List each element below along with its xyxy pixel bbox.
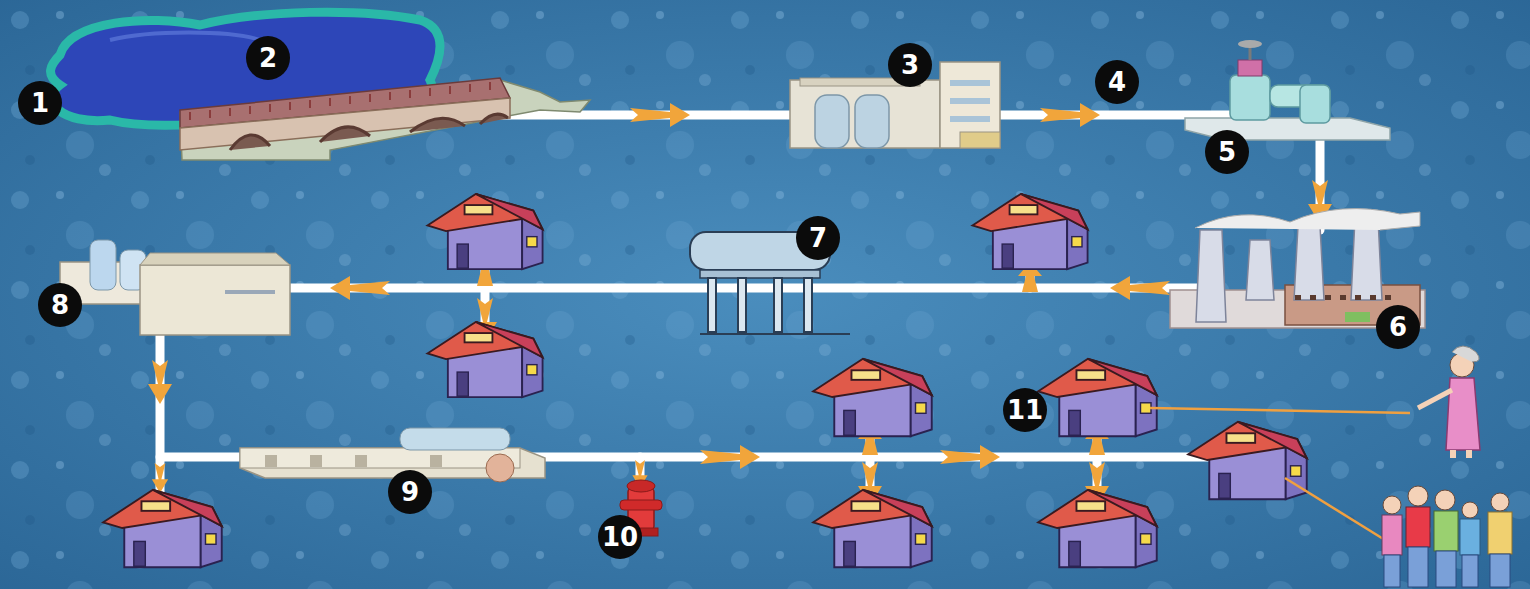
storage-building — [60, 240, 290, 335]
callout-number: 1 — [18, 81, 62, 125]
callout-number: 5 — [1205, 130, 1249, 174]
callout-number: 6 — [1376, 305, 1420, 349]
callout-number: 10 — [598, 515, 642, 559]
dam — [180, 78, 590, 160]
pump-station — [1185, 40, 1390, 140]
callout-number: 11 — [1003, 388, 1047, 432]
callout-number: 2 — [246, 36, 290, 80]
callout-number: 9 — [388, 470, 432, 514]
callout-number: 8 — [38, 283, 82, 327]
callout-number: 4 — [1095, 60, 1139, 104]
family-figures — [1382, 486, 1512, 587]
treatment-building — [240, 428, 545, 482]
callout-number: 3 — [888, 43, 932, 87]
callout-number: 7 — [796, 216, 840, 260]
resident-figure — [1418, 346, 1480, 458]
